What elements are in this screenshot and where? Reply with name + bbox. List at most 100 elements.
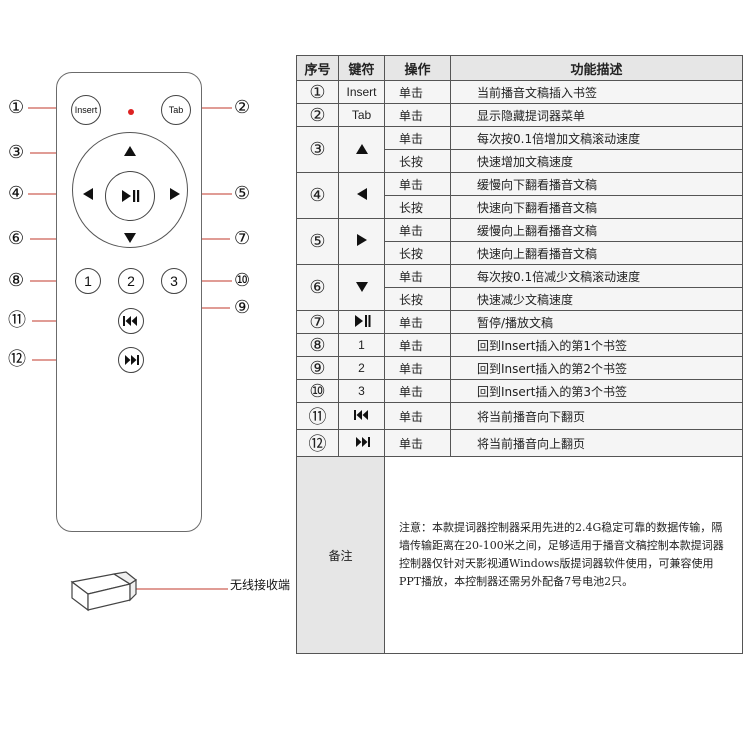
key-next — [338, 429, 385, 457]
header-key: 键符 — [338, 55, 385, 81]
play-pause-icon — [354, 314, 370, 327]
description: 显示隐藏提词器菜单 — [450, 103, 743, 127]
play-pause-icon — [122, 190, 140, 202]
table-row: ⑫ 单击 将当前播音向上翻页 — [296, 429, 743, 457]
key-tab: Tab — [338, 103, 385, 127]
table-row: ④ 单击 缓慢向下翻看播音文稿 — [296, 172, 743, 219]
previous-page-button[interactable] — [118, 308, 144, 334]
header-description: 功能描述 — [450, 55, 743, 81]
note-text: 注意：本款提词器控制器采用先进的2.4G稳定可靠的数据传输，隔墙传输距离在20-… — [384, 456, 743, 654]
row-index: ⑨ — [296, 356, 339, 380]
key-2: 2 — [338, 356, 385, 380]
up-button[interactable] — [124, 146, 136, 156]
description: 每次按0.1倍增加文稿滚动速度 — [450, 126, 743, 150]
table-row: ⑦ 单击 暂停/播放文稿 — [296, 310, 743, 334]
table-row: ③ 单击 每次按0.1倍增加文稿滚动速度 — [296, 126, 743, 173]
table-row: 长按 快速增加文稿速度 — [297, 149, 743, 173]
row-index: ④ — [296, 172, 339, 219]
table-row: ⑤ 单击 缓慢向上翻看播音文稿 — [296, 218, 743, 265]
previous-track-icon — [123, 316, 137, 326]
insert-button-label: Insert — [74, 105, 98, 115]
op-click: 单击 — [384, 80, 451, 104]
op-click: 单击 — [384, 402, 451, 430]
next-page-button[interactable] — [118, 347, 144, 373]
op-click: 单击 — [384, 103, 451, 127]
left-button[interactable] — [83, 188, 93, 200]
triangle-up-icon — [355, 143, 368, 154]
description: 回到Insert插入的第3个书签 — [450, 379, 743, 403]
key-3: 3 — [338, 379, 385, 403]
table-row: ⑥ 单击 每次按0.1倍减少文稿滚动速度 — [296, 264, 743, 311]
tab-button-label: Tab — [168, 105, 184, 115]
number-3-button[interactable]: 3 — [161, 268, 187, 294]
callout-9: ⑨ — [234, 297, 251, 318]
table-row: 长按 快速向上翻看播音文稿 — [297, 241, 743, 265]
tab-button[interactable]: Tab — [161, 95, 191, 125]
table-row: ⑨ 2 单击 回到Insert插入的第2个书签 — [296, 356, 743, 380]
callout-6: ⑥ — [8, 228, 25, 249]
callout-5: ⑤ — [234, 183, 251, 204]
op-hold: 长按 — [384, 195, 451, 219]
description: 当前播音文稿插入书签 — [450, 80, 743, 104]
play-pause-button[interactable] — [105, 171, 155, 221]
description: 缓慢向上翻看播音文稿 — [450, 218, 743, 242]
op-hold: 长按 — [384, 149, 451, 173]
key-right — [338, 218, 385, 265]
description: 将当前播音向上翻页 — [450, 429, 743, 457]
row-index: ⑧ — [296, 333, 339, 357]
callout-4: ④ — [8, 183, 25, 204]
triangle-down-icon — [355, 281, 368, 292]
description: 回到Insert插入的第1个书签 — [450, 333, 743, 357]
insert-button[interactable]: Insert — [71, 95, 101, 125]
header-index: 序号 — [296, 55, 339, 81]
note-label: 备注 — [296, 456, 385, 654]
right-button[interactable] — [170, 188, 180, 200]
next-track-icon — [355, 437, 370, 447]
note-row: 备注 注意：本款提词器控制器采用先进的2.4G稳定可靠的数据传输，隔墙传输距离在… — [296, 456, 743, 654]
op-click: 单击 — [384, 379, 451, 403]
callout-3: ③ — [8, 142, 25, 163]
key-left — [338, 172, 385, 219]
description: 缓慢向下翻看播音文稿 — [450, 172, 743, 196]
row-index: ③ — [296, 126, 339, 173]
row-index: ⑦ — [296, 310, 339, 334]
key-play-pause — [338, 310, 385, 334]
number-2-button[interactable]: 2 — [118, 268, 144, 294]
number-1-label: 1 — [84, 273, 92, 289]
direction-pad — [72, 132, 188, 248]
number-3-label: 3 — [170, 273, 178, 289]
callout-2: ② — [234, 97, 251, 118]
row-index: ⑤ — [296, 218, 339, 265]
description: 快速减少文稿速度 — [450, 287, 743, 311]
description: 快速向上翻看播音文稿 — [450, 241, 743, 265]
number-1-button[interactable]: 1 — [75, 268, 101, 294]
number-2-label: 2 — [127, 273, 135, 289]
op-hold: 长按 — [384, 287, 451, 311]
op-click: 单击 — [384, 172, 451, 196]
op-click: 单击 — [384, 429, 451, 457]
down-button[interactable] — [124, 233, 136, 243]
triangle-right-icon — [356, 234, 367, 246]
callout-1: ① — [8, 97, 25, 118]
op-click: 单击 — [384, 356, 451, 380]
op-click: 单击 — [384, 218, 451, 242]
key-up — [338, 126, 385, 173]
row-index: ② — [296, 103, 339, 127]
callout-7: ⑦ — [234, 228, 251, 249]
table-row: 长按 快速向下翻看播音文稿 — [297, 195, 743, 219]
table-row: ⑩ 3 单击 回到Insert插入的第3个书签 — [296, 379, 743, 403]
row-index: ① — [296, 80, 339, 104]
table-row: ⑧ 1 单击 回到Insert插入的第1个书签 — [296, 333, 743, 357]
op-hold: 长按 — [384, 241, 451, 265]
header-operation: 操作 — [384, 55, 451, 81]
usb-receiver-icon — [70, 571, 138, 612]
row-index: ⑫ — [296, 429, 339, 457]
status-led — [128, 109, 134, 115]
table-row: ⑪ 单击 将当前播音向下翻页 — [296, 402, 743, 430]
table-row: ② Tab 单击 显示隐藏提词器菜单 — [296, 103, 743, 127]
key-1: 1 — [338, 333, 385, 357]
description: 快速增加文稿速度 — [450, 149, 743, 173]
table-row: 长按 快速减少文稿速度 — [297, 287, 743, 311]
description: 回到Insert插入的第2个书签 — [450, 356, 743, 380]
key-down — [338, 264, 385, 311]
